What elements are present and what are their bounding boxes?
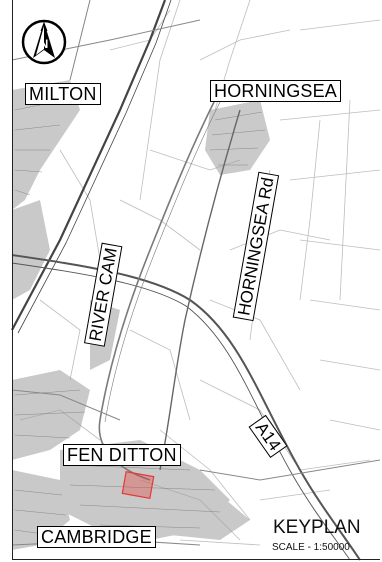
place-label-horningsea: HORNINGSEA: [210, 80, 342, 102]
north-arrow-icon: N: [21, 19, 67, 65]
keyplan-title: KEYPLAN: [273, 517, 361, 538]
map-frame: [12, 0, 380, 560]
place-label-cambridge: CAMBRIDGE: [37, 526, 156, 548]
place-label-milton: MILTON: [25, 83, 101, 105]
svg-text:N: N: [40, 37, 49, 51]
site-marker: [121, 471, 155, 499]
horningsea-road: [159, 109, 241, 471]
street-hatching: [14, 99, 266, 536]
place-label-fen-ditton: FEN DITTON: [63, 444, 181, 466]
keyplan-scale: SCALE - 1:50000: [272, 542, 350, 553]
